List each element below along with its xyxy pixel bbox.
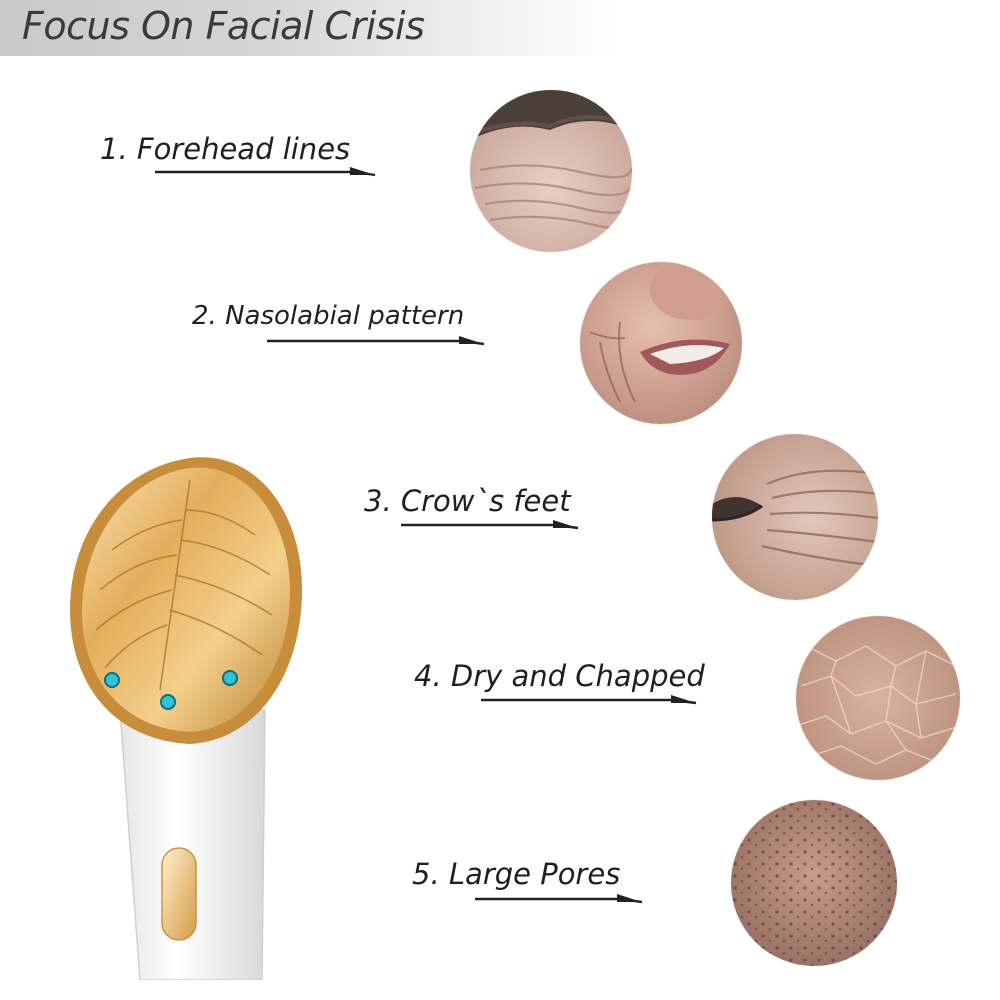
page-title: Focus On Facial Crisis [22,4,425,48]
header-banner [0,0,620,56]
pointer-arrow-3 [401,520,579,530]
item-label-crows-feet: 3. Crow`s feet [364,484,571,518]
pores-skin-image [731,800,897,966]
item-label-large-pores: 5. Large Pores [412,857,621,891]
pointer-arrow-2 [267,336,485,346]
pointer-arrow-4 [481,695,697,705]
pointer-arrow-5 [475,894,643,904]
forehead-wrinkles-image [470,90,632,252]
smile-lines-image [580,262,742,424]
item-label-forehead-lines: 1. Forehead lines [100,132,351,166]
item-label-nasolabial-pattern: 2. Nasolabial pattern [192,301,465,331]
item-label-dry-and-chapped: 4. Dry and Chapped [414,659,705,693]
facial-massager-device [50,440,320,984]
pointer-arrow-1 [155,167,376,177]
dry-skin-image [796,616,960,780]
eye-wrinkles-image [712,434,878,600]
